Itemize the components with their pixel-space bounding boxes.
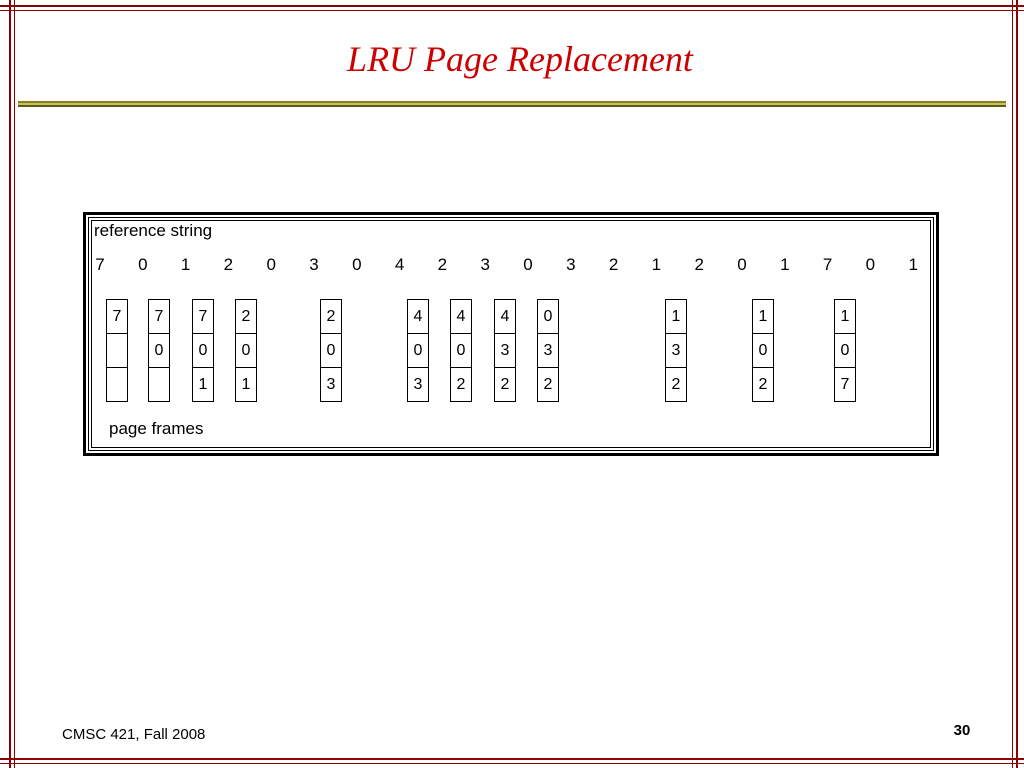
slide-title: LRU Page Replacement [347, 39, 693, 79]
frame-cell: 2 [538, 367, 558, 401]
slide-border-right-inner [1012, 0, 1013, 768]
reference-value: 4 [394, 255, 405, 274]
slide-border-top [0, 5, 1024, 7]
reference-value: 2 [223, 255, 234, 274]
frame-cell: 1 [671, 308, 681, 325]
page-frames-label: page frames [109, 419, 204, 438]
frame-cell: 0 [451, 333, 471, 367]
frame-cell: 4 [500, 308, 510, 325]
reference-value: 3 [480, 255, 490, 274]
slide-border-right [1016, 0, 1018, 768]
frame-cell: 1 [840, 308, 850, 325]
reference-value: 2 [608, 255, 619, 274]
frame-cell: 2 [753, 367, 773, 401]
frame-cell [107, 333, 127, 367]
reference-value: 1 [908, 255, 918, 274]
frame-cell: 4 [456, 308, 466, 325]
frame-cell: 7 [154, 308, 164, 325]
slide-border-bottom [0, 758, 1024, 760]
frame-cell: 0 [408, 333, 428, 367]
frame-cell: 0 [321, 333, 341, 367]
reference-value: 0 [865, 255, 876, 274]
frame-cell: 2 [451, 367, 471, 401]
reference-value: 1 [780, 255, 790, 274]
frame-cell: 1 [193, 367, 213, 401]
frame-column: 7 [106, 299, 128, 402]
frame-cell: 1 [236, 367, 256, 401]
reference-value: 3 [309, 255, 319, 274]
reference-value: 0 [352, 255, 362, 274]
frame-cell: 2 [495, 367, 515, 401]
frame-cell: 1 [758, 308, 768, 325]
slide-number: 30 [953, 722, 971, 739]
slide-border-left [9, 0, 11, 768]
frame-cell: 0 [193, 333, 213, 367]
frame-cell: 0 [835, 333, 855, 367]
frame-cell: 7 [112, 308, 122, 325]
frame-cell: 3 [495, 333, 515, 367]
frame-cell: 3 [408, 367, 428, 401]
lru-diagram-frame [83, 212, 939, 456]
frame-cell: 0 [543, 308, 553, 325]
reference-value: 0 [737, 255, 747, 274]
footer-course: CMSC 421, Fall 2008 [62, 726, 206, 743]
reference-value: 2 [694, 255, 704, 274]
frame-cell: 3 [538, 333, 558, 367]
frame-cell: 0 [149, 333, 169, 367]
reference-value: 2 [437, 255, 448, 274]
reference-value: 1 [651, 255, 662, 274]
frame-cell: 0 [236, 333, 256, 367]
reference-value: 7 [95, 255, 105, 274]
frame-cell: 3 [321, 367, 341, 401]
frame-cell: 2 [666, 367, 686, 401]
reference-value: 3 [566, 255, 576, 274]
frame-cell: 2 [326, 308, 336, 325]
reference-value: 0 [266, 255, 276, 274]
reference-value: 7 [822, 255, 833, 274]
reference-string-label: reference string [94, 221, 213, 240]
frame-cell: 4 [413, 308, 423, 325]
reference-value: 1 [180, 255, 191, 274]
title-underline [18, 101, 1006, 107]
slide-border-bottom-outer [0, 763, 1024, 764]
slide-border-left-inner [14, 0, 15, 768]
reference-value: 0 [138, 255, 148, 274]
frame-cell: 0 [753, 333, 773, 367]
frame-cell: 7 [835, 367, 855, 401]
frame-cell: 7 [198, 308, 208, 325]
frame-cell [107, 367, 127, 401]
frame-cell: 2 [241, 308, 251, 325]
slide-border-top-inner [0, 10, 1024, 11]
reference-value: 0 [523, 255, 533, 274]
frame-cell [149, 367, 169, 401]
frame-cell: 3 [666, 333, 686, 367]
